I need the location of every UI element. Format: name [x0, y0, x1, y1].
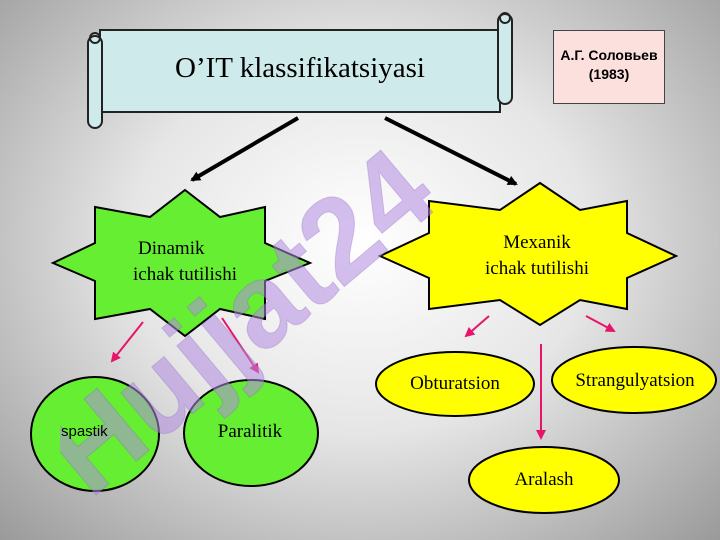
arrow-to-mechanical [384, 116, 518, 186]
dynamic-label-line2: ichak tutilishi [133, 264, 237, 285]
dynamic-star-shape [50, 188, 313, 338]
aralash-oval [468, 446, 620, 514]
aralash-label: Aralash [514, 469, 574, 490]
mechanical-star-shape [377, 181, 679, 327]
source-year: (1983) [588, 66, 630, 82]
spastik-oval [30, 376, 160, 492]
dynamic-label-line1: Dinamik [138, 238, 205, 259]
page-title: O’IT klassifikatsiyasi [175, 52, 425, 84]
paralitik-label: Paralitik [217, 421, 283, 442]
strangulyatsion-label: Strangulyatsion [575, 370, 695, 391]
arrow-to-strangulyatsion [585, 315, 616, 332]
mechanical-label: Mexanik ichak tutilishi [452, 230, 622, 282]
source-box: А.Г. Соловьев (1983) [553, 30, 665, 104]
paralitik-oval [183, 379, 319, 487]
mechanical-label-line1: Mexanik [503, 232, 571, 253]
arrow-to-spastik [110, 321, 144, 363]
source-author: А.Г. Соловьев [560, 47, 658, 63]
spastik-label: spastik [61, 423, 108, 440]
mechanical-label-line2: ichak tutilishi [485, 258, 589, 279]
arrow-to-paralitik [221, 317, 260, 374]
obturatsion-oval [375, 351, 535, 417]
dynamic-label: Dinamik ichak tutilishi [100, 236, 270, 288]
strangulyatsion-oval [551, 346, 717, 414]
title-scroll [87, 12, 513, 129]
arrow-to-dynamic [190, 116, 300, 182]
arrow-to-obturatsion [464, 315, 490, 338]
obturatsion-label: Obturatsion [410, 373, 500, 394]
